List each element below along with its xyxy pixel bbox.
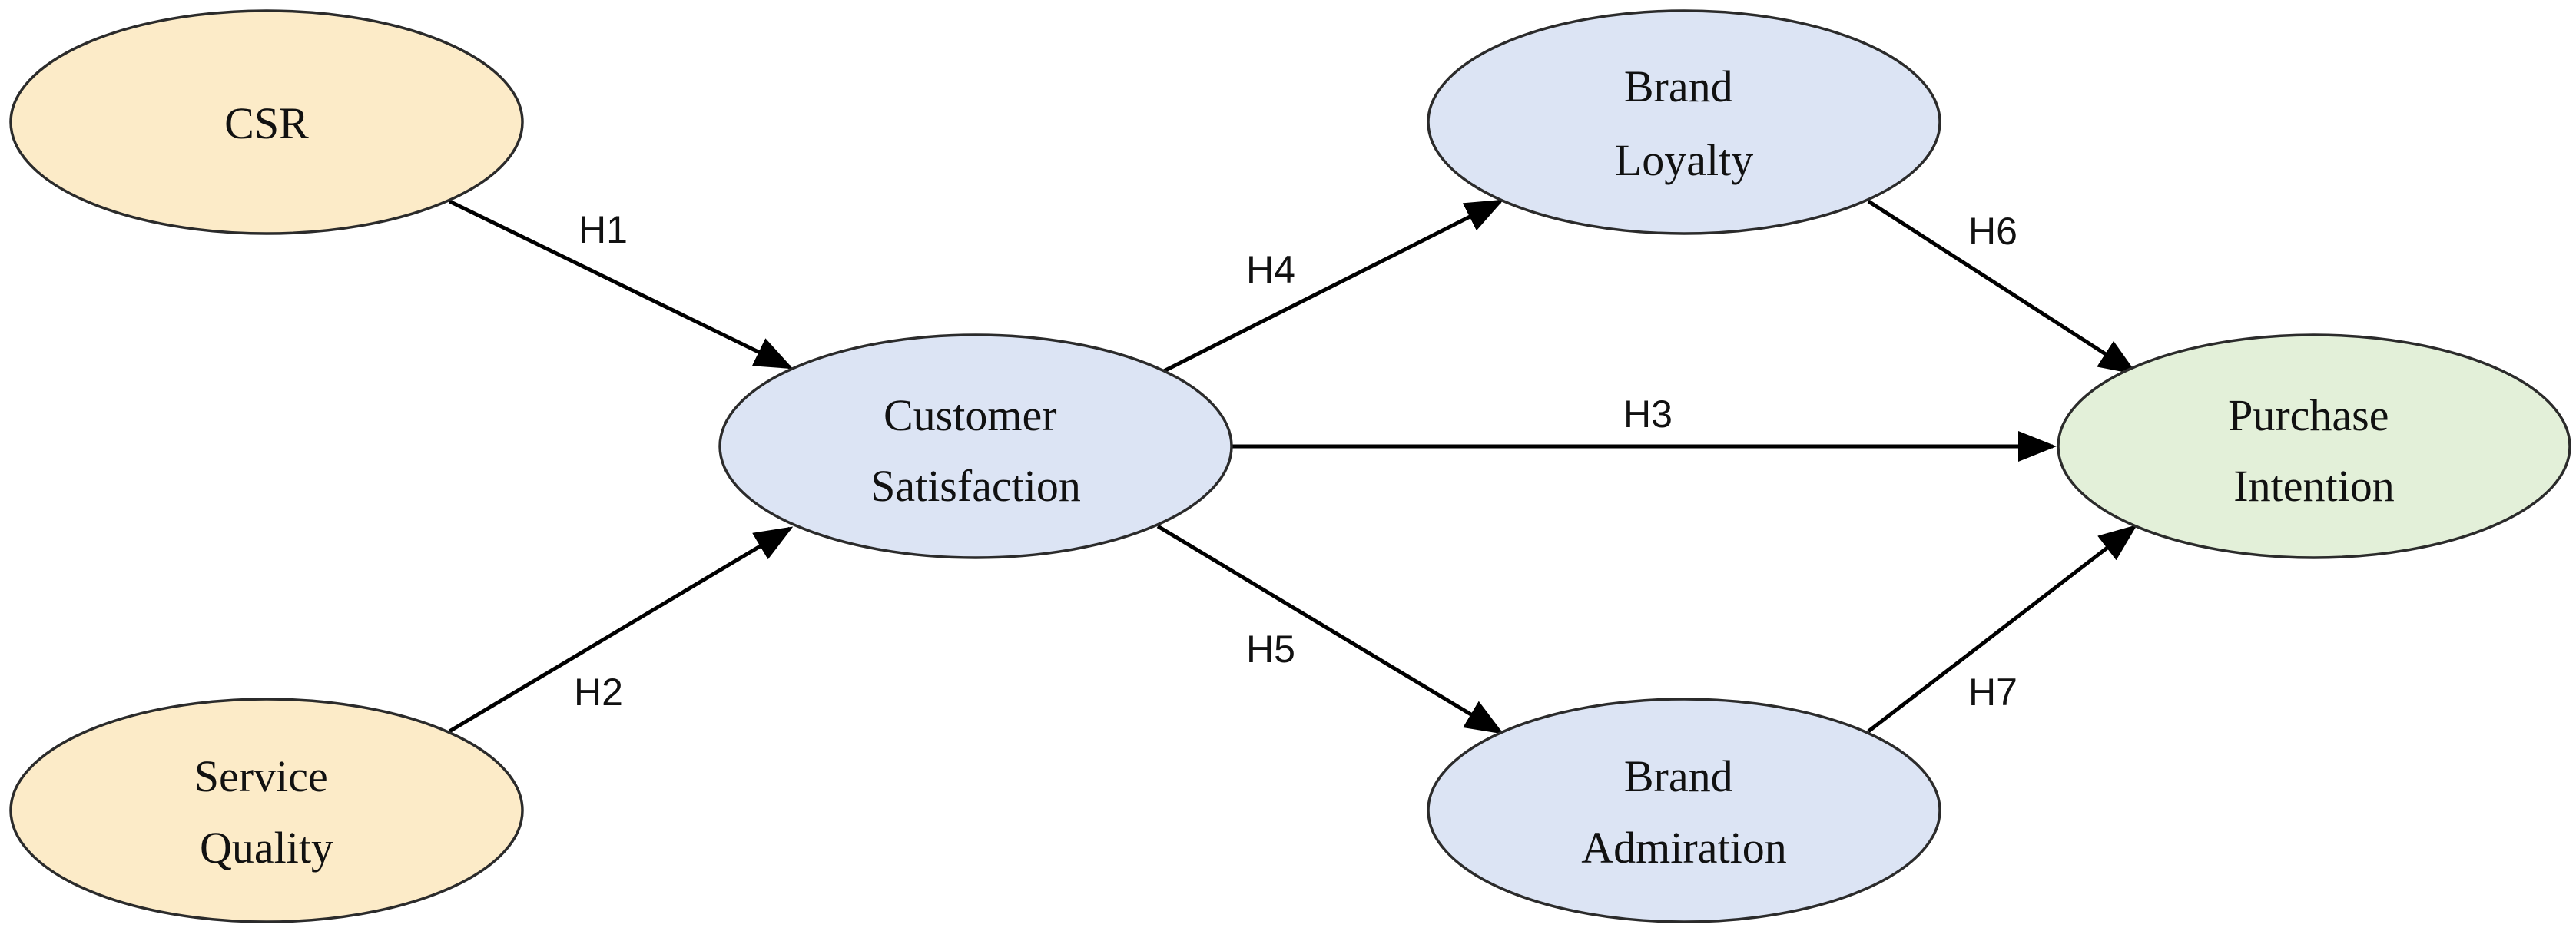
service-quality-label-line-2: Quality bbox=[200, 823, 333, 873]
csr-label: CSR bbox=[224, 98, 309, 148]
customer-satisfaction-label-line-2: Satisfaction bbox=[870, 461, 1081, 511]
brand-loyalty-label-line-1: Brand bbox=[1624, 61, 1733, 111]
edge-labels: H1 H2 H3 H4 H5 H6 H7 bbox=[574, 208, 2017, 714]
edge-label-h7: H7 bbox=[1968, 671, 2017, 714]
purchase-intention-label: Purchase Intention bbox=[2228, 390, 2400, 511]
customer-satisfaction-label-line-1: Customer bbox=[884, 390, 1057, 440]
node-purchase-intention: Purchase Intention bbox=[2057, 333, 2571, 559]
edge-label-h5: H5 bbox=[1246, 628, 1295, 671]
customer-satisfaction-ellipse bbox=[718, 333, 1233, 559]
customer-satisfaction-label: Customer Satisfaction bbox=[870, 390, 1081, 511]
purchase-intention-label-line-2: Intention bbox=[2233, 461, 2394, 511]
node-brand-loyalty: Brand Loyalty bbox=[1427, 9, 1941, 235]
node-service-quality: Service Quality bbox=[9, 698, 524, 923]
edge-label-h6: H6 bbox=[1968, 210, 2017, 253]
service-quality-label: Service Quality bbox=[194, 751, 339, 873]
node-customer-satisfaction: Customer Satisfaction bbox=[718, 333, 1233, 559]
csr-label-line-1: CSR bbox=[224, 98, 309, 148]
purchase-intention-label-line-1: Purchase bbox=[2228, 390, 2389, 440]
brand-admiration-label-line-2: Admiration bbox=[1581, 823, 1786, 873]
edge-label-h4: H4 bbox=[1246, 248, 1295, 291]
edge-h5 bbox=[1156, 524, 1504, 734]
edges bbox=[448, 199, 2138, 734]
edge-label-h3: H3 bbox=[1623, 393, 1673, 436]
edge-h7 bbox=[1867, 524, 2137, 733]
edge-h1 bbox=[448, 199, 794, 370]
brand-loyalty-label-line-2: Loyalty bbox=[1615, 135, 1753, 185]
edge-h4 bbox=[1156, 199, 1504, 376]
edge-h6 bbox=[1867, 199, 2138, 375]
brand-admiration-label-line-1: Brand bbox=[1624, 751, 1733, 801]
service-quality-label-line-1: Service bbox=[194, 751, 328, 801]
service-quality-ellipse bbox=[9, 698, 524, 923]
brand-loyalty-label: Brand Loyalty bbox=[1615, 61, 1753, 185]
purchase-intention-ellipse bbox=[2057, 333, 2571, 559]
node-csr: CSR bbox=[9, 9, 524, 235]
edge-label-h1: H1 bbox=[579, 208, 628, 251]
brand-admiration-label: Brand Admiration bbox=[1581, 751, 1786, 873]
node-brand-admiration: Brand Admiration bbox=[1427, 698, 1941, 923]
brand-loyalty-ellipse bbox=[1427, 9, 1941, 235]
edge-h2 bbox=[448, 526, 794, 734]
edge-label-h2: H2 bbox=[574, 671, 623, 714]
csr-ellipse bbox=[9, 9, 524, 235]
brand-admiration-ellipse bbox=[1427, 698, 1941, 923]
